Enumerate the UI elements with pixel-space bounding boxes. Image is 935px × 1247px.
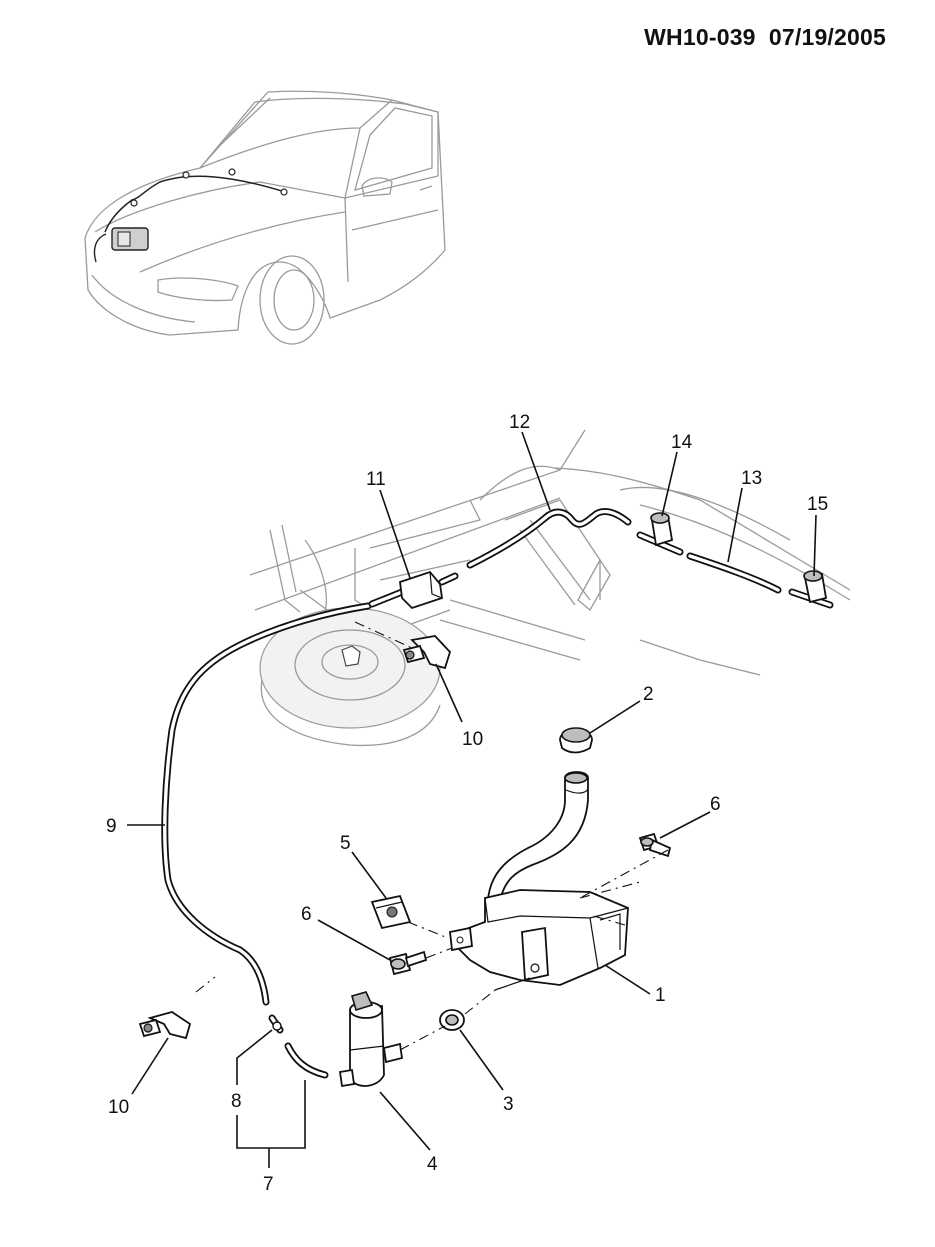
part-4-pump — [338, 991, 404, 1088]
callout-6-left: 6 — [301, 904, 312, 925]
part-10-clip-lower — [138, 1011, 192, 1040]
callout-9: 9 — [106, 816, 117, 837]
callout-3: 3 — [503, 1094, 514, 1115]
part-15-nozzle — [788, 570, 834, 609]
part-6-bolt-upper — [638, 832, 672, 858]
callout-12: 12 — [509, 412, 530, 433]
diagram-header: WH10-039 07/19/2005 — [644, 24, 886, 51]
part-11-connector — [368, 570, 459, 610]
diagram-date: 07/19/2005 — [768, 24, 886, 50]
callout-6-upper: 6 — [710, 794, 721, 815]
callout-14: 14 — [671, 432, 693, 453]
part-12-hose — [466, 508, 632, 569]
callout-4: 4 — [427, 1154, 438, 1175]
callout-10-upper: 10 — [462, 729, 483, 750]
part-3-grommet — [439, 1009, 465, 1031]
part-14-nozzle — [636, 512, 684, 556]
part-10-clip-upper — [402, 635, 452, 670]
part-1-reservoir — [449, 771, 629, 986]
diagram-code: WH10-039 — [644, 24, 756, 50]
callout-1: 1 — [655, 985, 666, 1006]
callout-8: 8 — [231, 1091, 242, 1112]
locator-car-illustration — [84, 90, 446, 345]
callout-15: 15 — [807, 494, 828, 515]
callout-10-lower: 10 — [108, 1097, 129, 1118]
part-8-hoses — [268, 1014, 329, 1079]
callout-numbers: 1 2 3 4 5 6 6 7 8 9 10 10 11 12 13 14 15 — [106, 412, 828, 1195]
part-5-nut — [370, 894, 412, 930]
part-9-hose — [161, 602, 372, 1006]
ghost-body-structure — [249, 429, 851, 747]
part-2-cap — [559, 727, 593, 754]
callout-13: 13 — [741, 468, 762, 489]
callout-2: 2 — [643, 684, 654, 705]
assembly-lines — [195, 621, 669, 1051]
leader-lines — [127, 431, 817, 1168]
callout-7: 7 — [263, 1174, 274, 1195]
callout-11: 11 — [366, 469, 386, 490]
callout-5: 5 — [340, 833, 351, 854]
part-6-bolt-left — [388, 950, 428, 976]
part-13-hose — [686, 552, 782, 594]
